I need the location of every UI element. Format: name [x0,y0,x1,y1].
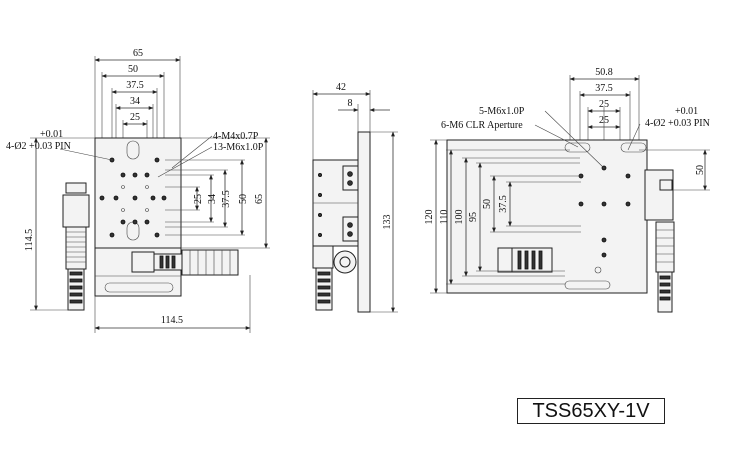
front-top-plate [94,137,182,251]
front-micrometer-body [62,194,90,228]
back-dim-top-4: 25 [599,115,609,126]
front-dim-right-4: 50 [238,194,249,204]
side-dim-depth: 42 [336,82,346,93]
side-dim-height: 133 [382,215,393,230]
side-view [312,90,398,313]
back-dim-right: 50 [695,165,706,175]
front-h-micrometer-thimble [181,249,239,276]
front-view [30,56,270,333]
front-note-m6: 13-M6x1.0P [213,142,264,153]
side-mount-plate [357,131,371,313]
back-dim-left-1: 120 [424,210,435,225]
front-dim-right-3: 37.5 [221,190,232,208]
front-pin-label: 4-Ø2 +0.03 PIN [6,141,71,152]
front-knob-cap [65,182,87,194]
front-dim-right-5: 65 [254,194,265,204]
back-dim-left-3: 100 [454,210,465,225]
back-note-clr: 6-M6 CLR Aperture [441,120,523,131]
front-dim-top-4: 34 [130,96,140,107]
back-dim-left-4: 95 [468,212,479,222]
back-dim-left-2: 110 [439,210,450,225]
back-note-m6: 5-M6x1.0P [479,106,525,117]
front-dim-right-2: 34 [207,194,218,204]
front-dim-width: 114.5 [161,315,183,326]
front-dim-height: 114.5 [24,229,35,251]
front-pin-tolerance: +0.01 [40,129,63,140]
back-dim-top-2: 37.5 [595,83,613,94]
back-dim-left-5: 50 [482,199,493,209]
back-dim-left-6: 37.5 [498,195,509,213]
back-dim-top-1: 50.8 [595,67,613,78]
back-dim-top-3: 25 [599,99,609,110]
front-dim-top-1: 65 [133,48,143,59]
front-dim-right-1: 25 [193,194,204,204]
back-view [430,75,710,313]
model-number: TSS65XY-1V [517,398,665,424]
front-micrometer-thimble [65,226,87,270]
front-dim-top-5: 25 [130,112,140,123]
front-dim-top-2: 50 [128,64,138,75]
front-dim-top-3: 37.5 [126,80,144,91]
front-h-micrometer-body [131,251,155,273]
side-dim-plate: 8 [348,98,353,109]
back-side-block [644,169,674,221]
back-pin-tolerance: +0.01 [675,106,698,117]
back-pin-label: 4-Ø2 +0.03 PIN [645,118,710,129]
back-micrometer-thimble [655,221,675,273]
front-note-m4: 4-M4x0.7P [213,131,259,142]
